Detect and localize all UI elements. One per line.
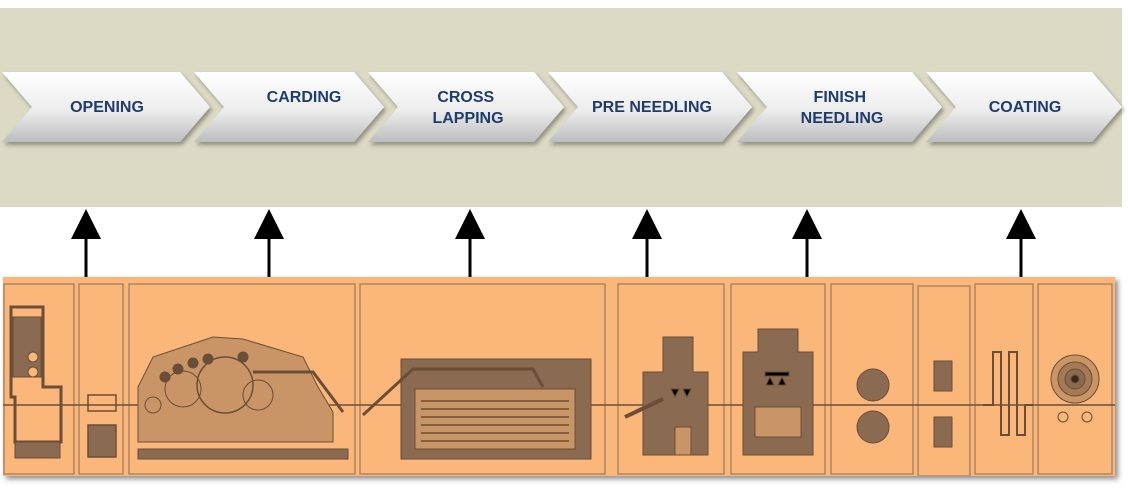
chevron-coating — [926, 72, 1122, 142]
coating-unit — [933, 360, 953, 448]
panel-opener — [3, 283, 75, 475]
step-label-pre-needling: PRE NEEDLING — [592, 99, 712, 116]
panel-pre-needle-loom — [617, 283, 725, 475]
chevron-opening — [2, 72, 210, 142]
step-label-opening: OPENING — [70, 99, 144, 116]
oven-festoon — [983, 351, 1033, 436]
opener-machine — [9, 305, 63, 459]
feeder-machine — [87, 394, 117, 458]
calender-rolls — [856, 368, 890, 444]
panel-feeder — [78, 283, 124, 475]
finish-needle-loom-machine — [742, 328, 814, 456]
step-label-cross-lapping: CROSS LAPPING — [432, 89, 503, 127]
process-steps — [2, 72, 1122, 142]
panel-cross-lapper — [359, 283, 606, 475]
cross-lapper-machine — [361, 358, 592, 460]
chevron-cross-lapping — [368, 72, 564, 142]
chevron-carding — [194, 72, 384, 142]
card-machine — [137, 336, 349, 460]
winder-roll — [1050, 354, 1100, 423]
step-label-coating: COATING — [989, 99, 1062, 116]
chevron-pre-needling — [548, 72, 752, 142]
panel-card — [128, 283, 356, 475]
connector-arrows — [71, 209, 1036, 278]
panel-finish-needle-loom — [730, 283, 826, 475]
step-label-carding: CARDING — [267, 89, 342, 106]
panel-oven — [974, 283, 1034, 475]
panel-winder — [1037, 283, 1113, 475]
chevron-finish-needling — [737, 72, 942, 142]
panel-calender — [830, 283, 914, 475]
machine-line-panel — [3, 277, 1115, 477]
step-label-finish-needling: FINISH NEEDLING — [801, 89, 884, 127]
machine-line-illustration — [3, 283, 1115, 477]
pre-needle-loom-machine — [624, 336, 709, 456]
